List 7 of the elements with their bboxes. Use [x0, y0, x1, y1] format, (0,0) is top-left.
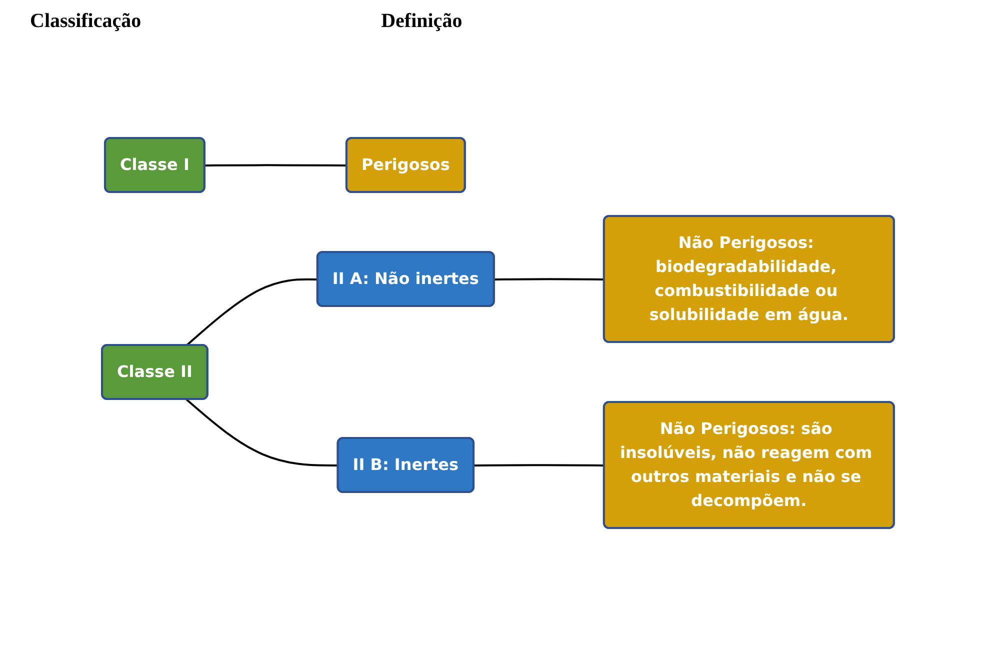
connector	[185, 278, 318, 346]
connector	[185, 398, 338, 466]
connector	[474, 464, 604, 466]
connector	[204, 164, 346, 166]
column-heading: Classificação	[30, 10, 142, 33]
column-heading: Definição	[381, 10, 462, 33]
connector	[494, 278, 604, 280]
